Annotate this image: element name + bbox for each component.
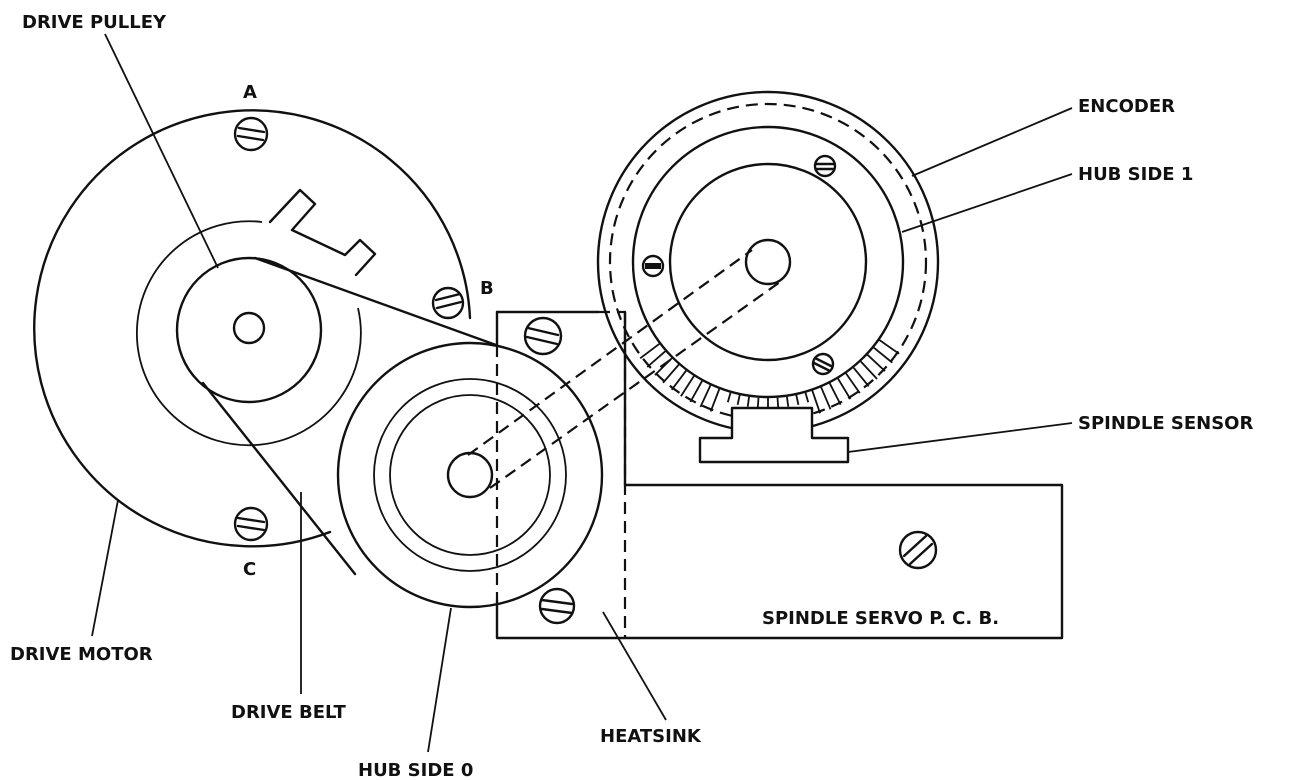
encoder-tick xyxy=(795,394,800,405)
screw-pcb-right xyxy=(898,530,938,570)
screw-encoder-top xyxy=(813,154,837,178)
hub-side-0-ring-2 xyxy=(389,394,551,556)
drive-motor-inner-ring xyxy=(136,220,362,447)
screw-pcb-bottom xyxy=(538,587,576,625)
encoder-tick xyxy=(680,375,695,397)
leader-heatsink xyxy=(602,611,667,721)
encoder-tick xyxy=(873,346,893,364)
encoder-tick xyxy=(845,372,861,394)
drive-motor-bracket xyxy=(268,188,377,277)
label-screw-b: B xyxy=(480,278,494,299)
hub-side-0-ring-1 xyxy=(373,378,567,572)
encoder-tick xyxy=(852,367,870,387)
encoder-ticks xyxy=(639,339,900,414)
screw-a xyxy=(233,116,269,152)
leader-hub-side-0 xyxy=(427,607,452,753)
spindle-sensor xyxy=(698,406,850,464)
drive-pulley-shaft xyxy=(232,311,266,345)
label-screw-c: C xyxy=(243,559,256,580)
encoder-tick xyxy=(756,397,760,408)
leader-spindle-sensor xyxy=(847,422,1073,453)
screw-b xyxy=(431,286,465,320)
leader-lines xyxy=(91,33,1073,753)
leader-hub-side-1 xyxy=(901,173,1073,233)
encoder-tick xyxy=(639,343,660,360)
drive-pulley-rim xyxy=(175,256,323,404)
leader-drive-motor xyxy=(91,499,119,637)
label-spindle-sensor: SPINDLE SENSOR xyxy=(1078,413,1253,434)
encoder-tick xyxy=(804,392,810,403)
pcb-board xyxy=(495,310,1064,640)
hub-side-0 xyxy=(336,341,604,609)
encoder-tick xyxy=(860,360,878,380)
drive-motor-housing xyxy=(33,109,472,548)
screw-pcb-top xyxy=(523,316,563,356)
encoder-tick xyxy=(736,394,741,405)
encoder-tick xyxy=(878,339,900,355)
encoder-tick xyxy=(837,378,852,400)
hub-side-1-ring xyxy=(631,125,905,399)
encoder-tick xyxy=(811,390,821,414)
hub-side-0-outer xyxy=(336,341,604,609)
label-drive-pulley: DRIVE PULLEY xyxy=(22,12,167,33)
encoder-tick xyxy=(699,384,712,408)
leader-drive-pulley xyxy=(104,33,219,269)
label-drive-motor: DRIVE MOTOR xyxy=(10,644,153,665)
label-hub-side-1: HUB SIDE 1 xyxy=(1078,164,1193,185)
drive-belt-top-run xyxy=(253,256,498,347)
encoder-tick xyxy=(670,370,687,391)
drive-belt xyxy=(201,256,498,576)
encoder-tick xyxy=(662,364,680,384)
labels: DRIVE PULLEY ENCODER HUB SIDE 1 SPINDLE … xyxy=(10,12,1253,780)
label-spindle-servo-pcb: SPINDLE SERVO P. C. B. xyxy=(762,608,999,629)
drive-motor xyxy=(33,109,472,548)
hub-side-0-center xyxy=(446,451,494,499)
drive-pulley xyxy=(175,256,323,404)
leader-encoder xyxy=(911,107,1073,177)
encoder-tick xyxy=(786,396,790,407)
screw-encoder-bottom xyxy=(811,352,835,376)
hub-side-1-center xyxy=(744,238,792,286)
encoder-tick xyxy=(776,397,780,408)
spindle-sensor-body xyxy=(698,406,850,464)
screw-c xyxy=(233,506,269,542)
hub-shaft xyxy=(467,249,781,489)
encoder-tick xyxy=(726,392,732,403)
label-heatsink: HEATSINK xyxy=(600,726,702,747)
drive-belt-bottom-run xyxy=(201,381,357,576)
screw-encoder-left xyxy=(641,254,665,278)
encoder-tick xyxy=(709,388,721,412)
encoder-tick xyxy=(689,380,703,403)
hub-shaft-line-2 xyxy=(489,281,781,489)
pcb-outline xyxy=(495,310,1064,640)
hub-side-1-inner xyxy=(668,162,868,362)
label-drive-belt: DRIVE BELT xyxy=(231,702,346,723)
encoder-tick xyxy=(866,354,886,372)
encoder-tick xyxy=(746,396,750,407)
encoder-tick xyxy=(828,382,842,406)
encoder-tick xyxy=(646,350,666,368)
label-encoder: ENCODER xyxy=(1078,96,1175,117)
label-screw-a: A xyxy=(243,82,257,103)
label-hub-side-0: HUB SIDE 0 xyxy=(358,760,473,780)
encoder-tick xyxy=(820,386,832,410)
hub-shaft-line-1 xyxy=(467,249,753,456)
